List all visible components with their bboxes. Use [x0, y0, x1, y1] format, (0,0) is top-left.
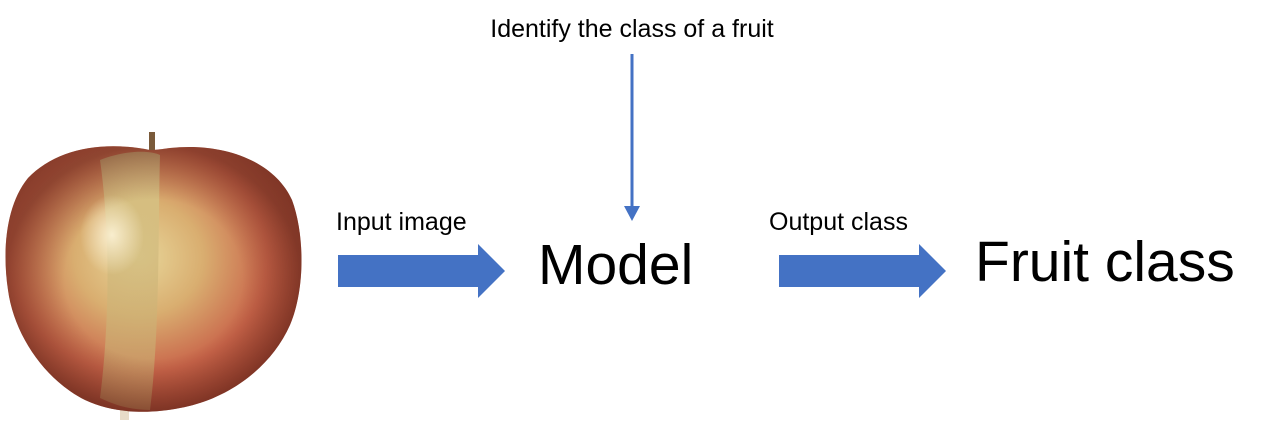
apple-edge-shadow: [5, 146, 302, 412]
output-class-label: Output class: [769, 208, 908, 236]
input-image-label: Input image: [336, 208, 467, 236]
task-down-arrow-head: [624, 206, 640, 221]
apple-image-icon: [5, 132, 302, 420]
fruit-class-label: Fruit class: [975, 230, 1235, 294]
apple-shine: [80, 195, 144, 275]
model-label: Model: [538, 233, 694, 297]
apple-stem-top: [149, 132, 155, 152]
input-arrow: [338, 244, 505, 298]
output-arrow: [779, 244, 946, 298]
task-label: Identify the class of a fruit: [490, 15, 774, 43]
task-down-arrow: [624, 54, 640, 221]
